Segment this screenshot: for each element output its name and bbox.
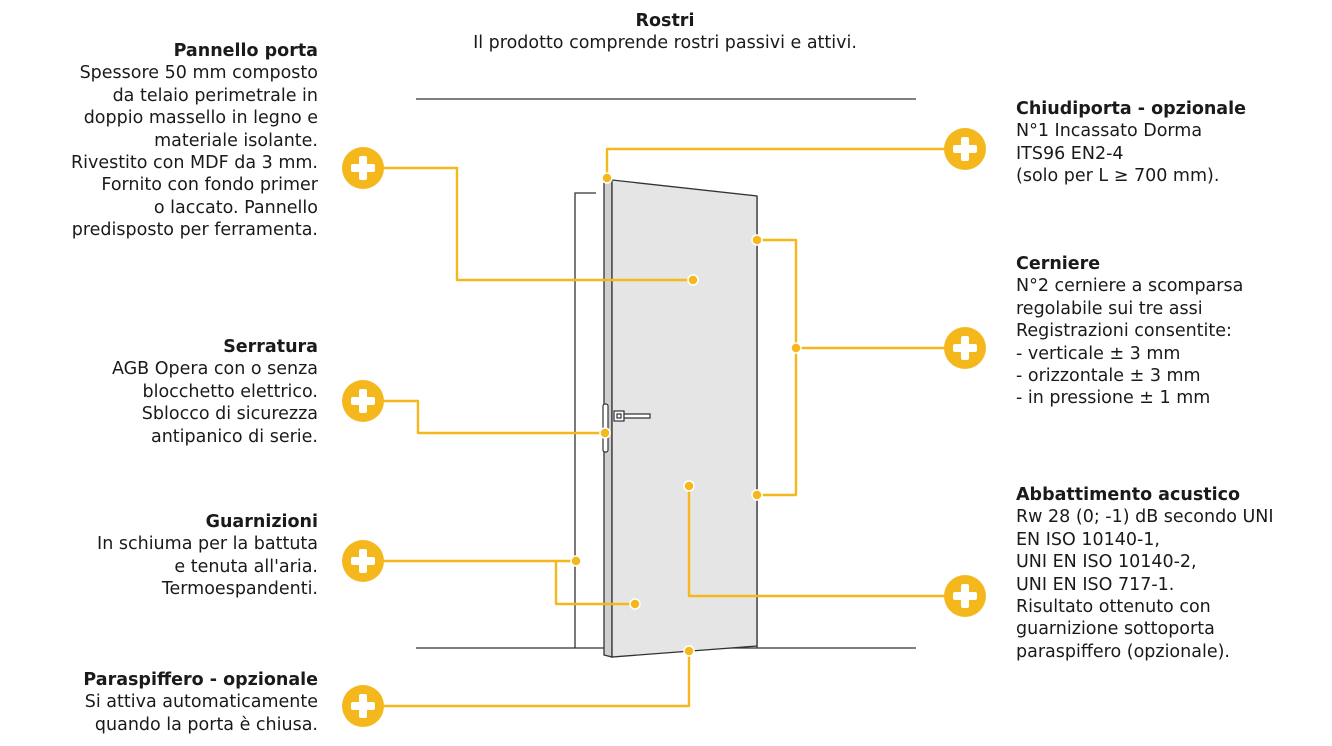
callout-line: N°2 cerniere a scomparsa — [1016, 276, 1244, 297]
door-frame-left — [574, 192, 596, 648]
callout-line: e tenuta all'aria. — [174, 556, 318, 577]
callout-title: Serratura — [223, 337, 318, 357]
callout-line: Termoespandenti. — [161, 579, 318, 600]
callout-line: - in pressione ± 1 mm — [1016, 388, 1211, 409]
callout-line: UNI EN ISO 10140-2, — [1016, 552, 1197, 573]
chiudiporta-plus-button[interactable] — [944, 128, 986, 170]
callout-line: Spessore 50 mm composto — [79, 63, 318, 84]
callout-title: Abbattimento acustico — [1016, 485, 1240, 505]
callout-title: Pannello porta — [173, 41, 318, 61]
callout-line: AGB Opera con o senza — [111, 359, 318, 380]
pannello-plus-button[interactable] — [342, 147, 384, 189]
callout-line: o laccato. Pannello — [153, 197, 318, 218]
callout-line: Rivestito con MDF da 3 mm. — [70, 153, 318, 174]
callout-line: Si attiva automaticamente — [84, 692, 318, 713]
callout-line: - verticale ± 3 mm — [1016, 343, 1181, 364]
callout-title: Chiudiporta - opzionale — [1016, 99, 1246, 119]
callout-title: Guarnizioni — [205, 512, 318, 532]
callout-pannello: Pannello porta Spessore 50 mm composto d… — [0, 40, 318, 242]
paraspiffero-plus-button[interactable] — [342, 685, 384, 727]
callout-line: regolabile sui tre assi — [1016, 298, 1203, 319]
callout-title: Paraspiffero - opzionale — [83, 670, 318, 690]
serratura-plus-button[interactable] — [342, 380, 384, 422]
dot-abbattimento — [683, 480, 695, 492]
dot-cerniere-bottom — [751, 489, 763, 501]
abbattimento-plus-button[interactable] — [944, 575, 986, 617]
callout-line: Registrazioni consentite: — [1016, 321, 1232, 342]
leader-pannello — [378, 166, 693, 282]
door-panel — [611, 179, 758, 658]
callout-line: blocchetto elettrico. — [142, 381, 318, 402]
callout-line: Sblocco di sicurezza — [141, 404, 318, 425]
callout-abbattimento: Abbattimento acustico Rw 28 (0; -1) dB s… — [1016, 484, 1332, 663]
callout-line: antipanico di serie. — [150, 426, 318, 447]
callout-line: quando la porta è chiusa. — [94, 714, 318, 735]
callout-title: Rostri — [635, 11, 695, 31]
callout-paraspiffero: Paraspiffero - opzionale Si attiva autom… — [0, 669, 318, 736]
cerniere-plus-button[interactable] — [944, 327, 986, 369]
callout-guarnizioni: Guarnizioni In schiuma per la battuta e … — [0, 511, 318, 601]
guarnizioni-plus-button[interactable] — [342, 540, 384, 582]
leader-chiudiporta — [605, 147, 950, 178]
callout-line: doppio massello in legno e — [83, 108, 318, 129]
callout-line: EN ISO 10140-1, — [1016, 529, 1160, 550]
callout-serratura: Serratura AGB Opera con o senza blocchet… — [0, 336, 318, 448]
callout-line: paraspiffero (opzionale). — [1016, 641, 1230, 662]
leader-guarnizioni-branch — [554, 561, 635, 606]
dot-cerniere-junction — [790, 342, 802, 354]
dot-chiudiporta — [601, 172, 613, 184]
callout-line: (solo per L ≥ 700 mm). — [1016, 166, 1220, 187]
callout-line: - orizzontale ± 3 mm — [1016, 366, 1201, 387]
callout-line: da telaio perimetrale in — [112, 85, 318, 106]
dot-pannello — [687, 274, 699, 286]
callout-line: Fornito con fondo primer — [101, 175, 318, 196]
leader-cerniere — [757, 238, 798, 497]
dot-guarnizioni-panel — [629, 598, 641, 610]
dot-serratura — [599, 427, 611, 439]
callout-cerniere: Cerniere N°2 cerniere a scomparsa regola… — [1016, 253, 1326, 410]
callout-line: guarnizione sottoporta — [1016, 619, 1215, 640]
callout-line: Rw 28 (0; -1) dB secondo UNI — [1016, 507, 1274, 528]
leader-abbattimento — [687, 486, 950, 598]
callout-line: Il prodotto comprende rostri passivi e a… — [473, 33, 857, 54]
leader-serratura — [378, 399, 605, 435]
dot-guarnizioni-frame — [570, 555, 582, 567]
callout-title: Cerniere — [1016, 254, 1101, 274]
callout-line: Risultato ottenuto con — [1016, 597, 1211, 618]
callout-rostri: Rostri Il prodotto comprende rostri pass… — [400, 10, 930, 55]
callout-line: predisposto per ferramenta. — [71, 220, 318, 241]
leader-paraspiffero — [378, 651, 691, 708]
callout-line: UNI EN ISO 717-1. — [1016, 574, 1175, 595]
callout-line: ITS96 EN2-4 — [1016, 143, 1124, 164]
callout-line: materiale isolante. — [154, 130, 318, 151]
callout-line: In schiuma per la battuta — [97, 534, 318, 555]
callout-line: N°1 Incassato Dorma — [1016, 121, 1203, 142]
dot-cerniere-top — [751, 234, 763, 246]
dot-paraspiffero — [683, 645, 695, 657]
callout-chiudiporta: Chiudiporta - opzionale N°1 Incassato Do… — [1016, 98, 1326, 188]
